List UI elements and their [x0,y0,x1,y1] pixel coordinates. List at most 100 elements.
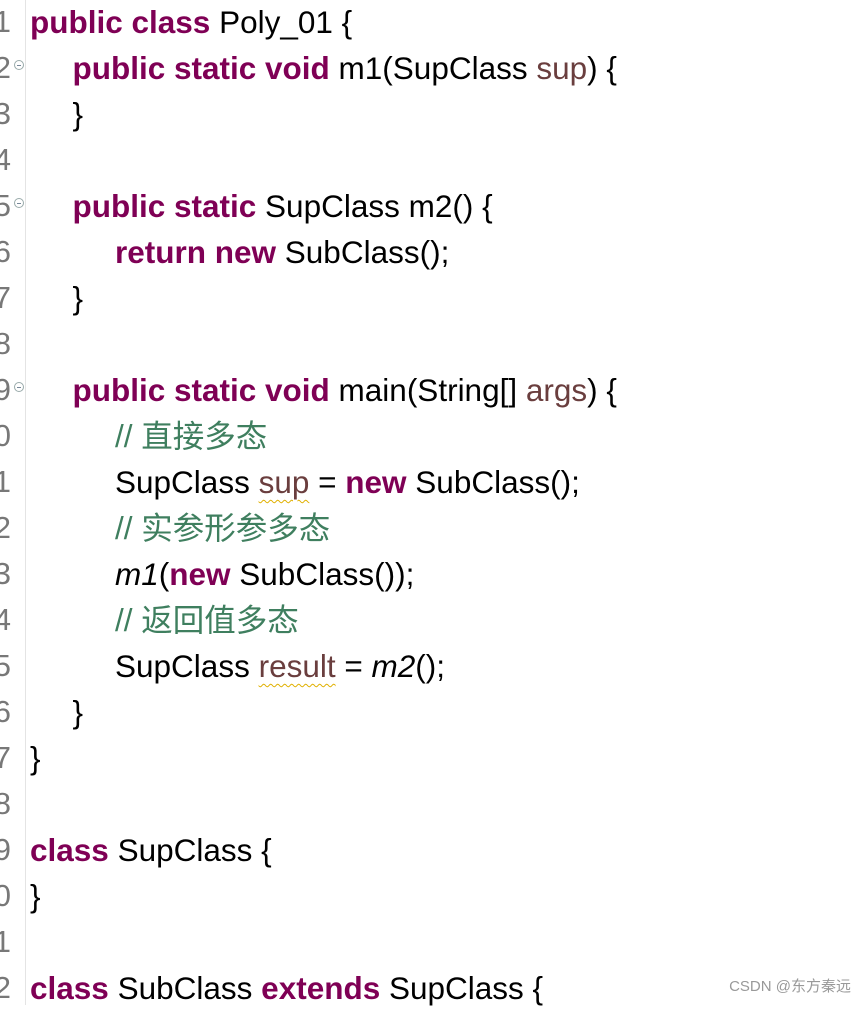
fold-collapse-icon[interactable] [14,198,24,208]
line-number-clip: 21 [0,919,13,965]
code-text: m1(SupClass [338,50,537,86]
code-content: public static void m1(SupClass sup) { [73,45,617,91]
code-line[interactable]: 5 public static SupClass m2() { [0,183,865,229]
code-text: = [309,464,346,500]
comment: // 直接多态 [115,418,268,454]
line-number-clip: 7 [0,275,13,321]
code-text: SupClass [115,464,259,500]
line-number-clip: 3 [0,91,13,137]
line-number-clip: 16 [0,689,13,735]
comment: // 实参形参多态 [115,510,331,546]
code-text: } [30,878,41,914]
variable: args [525,372,588,408]
code-text: main(String[] [338,372,526,408]
line-number: 8 [0,326,11,361]
line-number: 22 [0,970,11,1005]
code-line[interactable]: 3} [0,91,865,137]
code-content: // 直接多态 [115,413,267,459]
code-text: ) { [587,372,617,408]
code-content: // 返回值多态 [115,597,299,643]
line-number: 14 [0,602,11,637]
code-content: m1(new SubClass()); [115,551,414,597]
line-number-clip: 9 [0,367,13,413]
code-text: SubClass(); [415,464,580,500]
line-number-clip: 6 [0,229,13,275]
code-text: SubClass()); [239,556,415,592]
code-line[interactable]: 4 [0,137,865,183]
line-number-gutter [0,0,26,1005]
code-content: public static void main(String[] args) { [73,367,617,413]
line-number: 4 [0,142,11,177]
code-line[interactable]: 20} [0,873,865,919]
keyword: public static [72,188,266,224]
code-text: (); [415,648,446,684]
code-line[interactable]: 8 [0,321,865,367]
code-line[interactable]: 9 public static void main(String[] args) … [0,367,865,413]
code-line[interactable]: 17} [0,735,865,781]
line-number: 15 [0,648,11,683]
local-variable-warning: sup [258,464,310,500]
method-call: m2 [371,648,416,684]
line-number: 9 [0,372,11,407]
code-line[interactable]: 15 SupClass result = m2(); [0,643,865,689]
code-text: Poly_01 { [219,4,353,40]
watermark: CSDN @东方秦远 [729,978,851,995]
code-text: } [72,96,84,132]
line-number: 7 [0,280,11,315]
code-line[interactable]: 12 // 实参形参多态 [0,505,865,551]
line-number: 6 [0,234,11,269]
code-content: class SubClass extends SupClass { [30,965,543,1011]
code-line[interactable]: 10 // 直接多态 [0,413,865,459]
keyword: extends [261,970,389,1006]
line-number: 20 [0,878,11,913]
code-text: SupClass [115,648,259,684]
code-text: } [72,280,84,316]
code-line[interactable]: 13 m1(new SubClass()); [0,551,865,597]
code-text: } [72,694,84,730]
code-content: } [30,735,41,781]
code-text: SupClass { [117,832,272,868]
code-content: SupClass result = m2(); [115,643,445,689]
line-number-clip: 13 [0,551,13,597]
code-line[interactable]: 16} [0,689,865,735]
line-number-clip: 11 [0,459,13,505]
code-text: SupClass m2() { [265,188,493,224]
code-content: // 实参形参多态 [115,505,330,551]
code-text: } [30,740,41,776]
code-line[interactable]: 18 [0,781,865,827]
code-line[interactable]: 19 class SupClass { [0,827,865,873]
line-number: 5 [0,188,11,223]
code-text: SupClass { [388,970,544,1006]
line-number-clip: 12 [0,505,13,551]
fold-collapse-icon[interactable] [14,382,24,392]
code-content: class SupClass { [30,827,272,873]
line-number: 13 [0,556,11,591]
line-number-clip: 17 [0,735,13,781]
line-number: 11 [0,464,11,499]
line-number: 19 [0,832,11,867]
code-text: SubClass [117,970,262,1006]
line-number-clip: 4 [0,137,13,183]
comment: // 返回值多态 [115,602,299,638]
line-number: 16 [0,694,11,729]
line-number-clip: 14 [0,597,13,643]
code-content: SupClass sup = new SubClass(); [115,459,580,505]
code-line[interactable]: 7} [0,275,865,321]
code-line[interactable]: 21 [0,919,865,965]
fold-collapse-icon[interactable] [14,60,24,70]
code-line[interactable]: 14 // 返回值多态 [0,597,865,643]
line-number-clip: 19 [0,827,13,873]
line-number-clip: 18 [0,781,13,827]
code-line[interactable]: 22 class SubClass extends SupClass { [0,965,865,1011]
method-call: m1 [115,556,159,592]
keyword: public class [30,4,220,40]
line-number: 3 [0,96,11,131]
line-number: 10 [0,418,11,453]
code-text: = [335,648,372,684]
code-line[interactable]: 11 SupClass sup = new SubClass(); [0,459,865,505]
keyword: class [30,970,118,1006]
keyword: public static void [72,50,339,86]
